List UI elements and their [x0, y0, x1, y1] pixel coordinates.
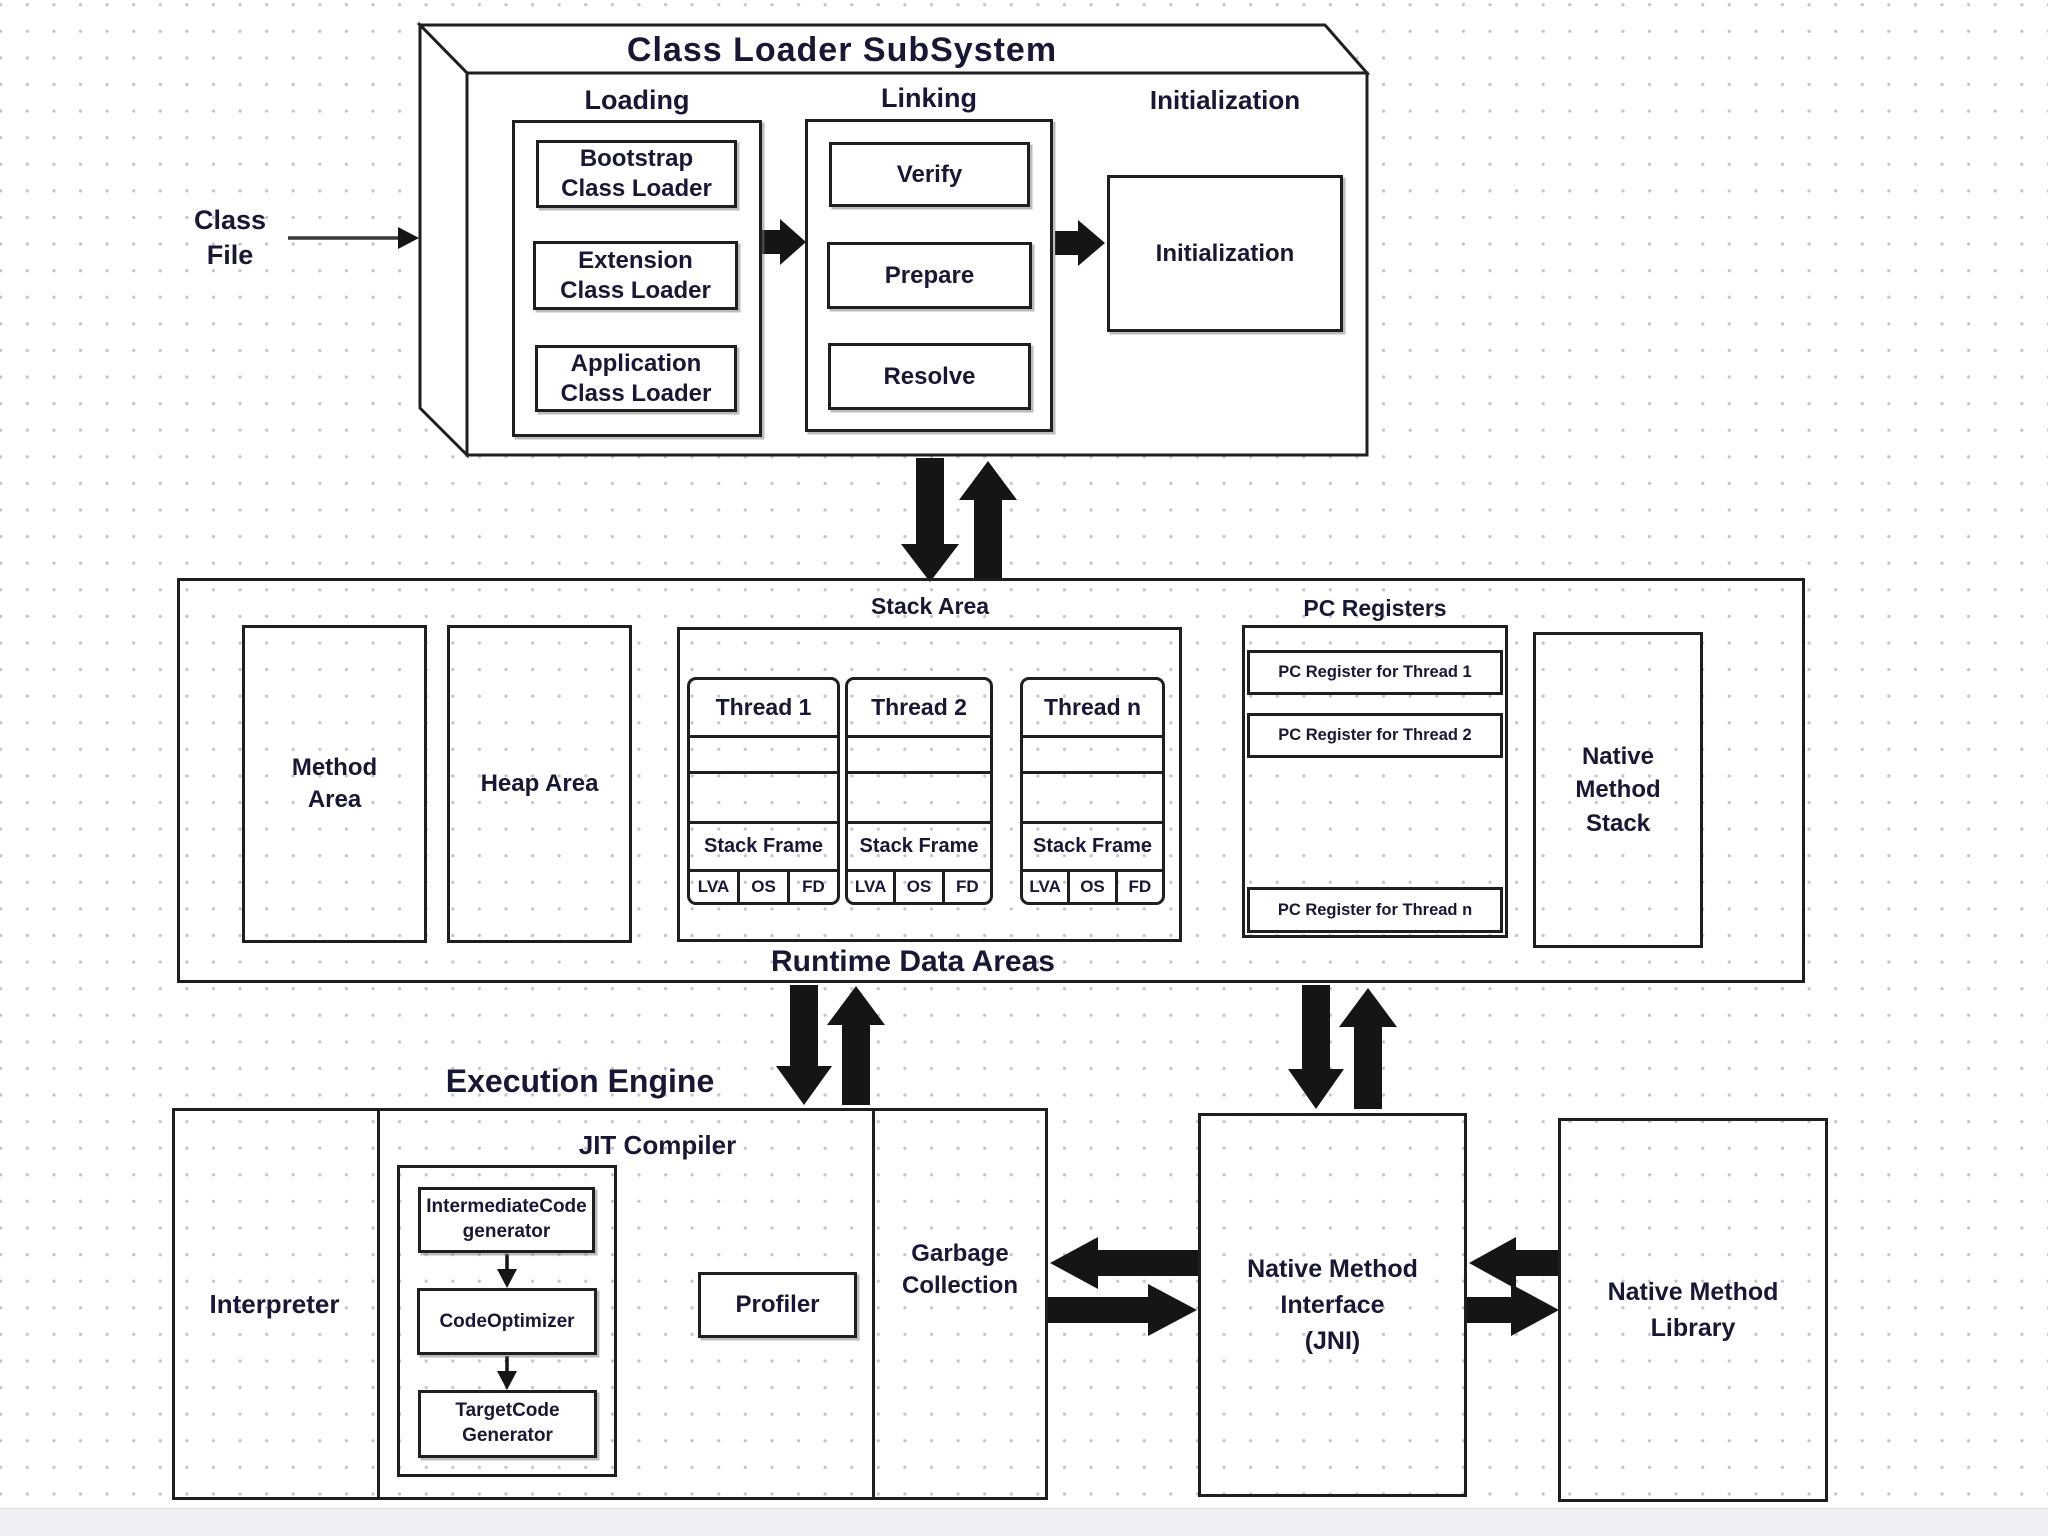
runtime-to-classloader-up-arrow	[959, 461, 1017, 578]
thread-n-frame-cells: LVA OS FD	[1023, 869, 1162, 902]
classloader-to-runtime-down-arrow	[901, 458, 959, 582]
execution-engine-box	[172, 1108, 1048, 1500]
footer-strip	[0, 1508, 2048, 1536]
gc-to-jni-right-arrow	[1048, 1284, 1197, 1336]
native-method-stack-box: Native Method Stack	[1533, 632, 1703, 948]
extension-class-loader-box: Extension Class Loader	[533, 241, 738, 310]
thread-n-empty-row	[1023, 735, 1162, 771]
lva-cell: LVA	[697, 877, 730, 896]
thread-2-header: Thread 2	[871, 694, 967, 720]
pc-register-thread-n: PC Register for Thread n	[1247, 887, 1503, 933]
thread-1-empty-row-2	[690, 771, 837, 821]
lva-cell: LVA	[854, 877, 887, 896]
linking-label: Linking	[881, 82, 977, 113]
linking-to-initialization-arrow	[1055, 220, 1105, 266]
fd-cell: FD	[1114, 872, 1162, 902]
heap-area-box: Heap Area	[447, 625, 632, 943]
code-optimizer-box: CodeOptimizer	[417, 1288, 597, 1355]
runtime-data-areas-title: Runtime Data Areas	[771, 945, 1055, 978]
class-file-label: Class File	[193, 204, 267, 270]
thread-box-2: Thread 2 Stack Frame LVA OS FD	[845, 677, 993, 905]
jni-to-runtime-up-arrow	[1339, 988, 1397, 1109]
bootstrap-class-loader-box: Bootstrap Class Loader	[536, 140, 737, 208]
thread-n-empty-row-2	[1023, 771, 1162, 821]
loading-label: Loading	[584, 84, 690, 115]
prepare-box: Prepare	[827, 242, 1032, 309]
stack-area-label: Stack Area	[870, 592, 990, 619]
nml-to-jni-left-arrow	[1469, 1237, 1558, 1289]
lva-cell: LVA	[1029, 877, 1061, 896]
pc-register-thread-2: PC Register for Thread 2	[1247, 713, 1503, 758]
runtime-data-areas-box	[177, 578, 1805, 983]
application-class-loader-box: Application Class Loader	[535, 345, 737, 412]
os-cell: OS	[737, 872, 787, 902]
thread-1-header: Thread 1	[715, 694, 812, 720]
jit-gc-divider	[872, 1108, 875, 1500]
os-cell: OS	[1067, 872, 1114, 902]
jit-compiler-label: JIT Compiler	[578, 1129, 737, 1160]
thread-2-empty-row	[848, 735, 990, 771]
codeoptimizer-to-tcg-arrowhead	[497, 1371, 517, 1390]
initialization-box: Initialization	[1107, 175, 1343, 332]
native-method-library-box: Native Method Library	[1558, 1118, 1828, 1502]
thread-2-frame-cells: LVA OS FD	[848, 869, 990, 902]
execution-engine-title: Execution Engine	[445, 1062, 715, 1099]
native-method-interface-box: Native Method Interface (JNI)	[1198, 1113, 1467, 1497]
os-cell: OS	[893, 872, 941, 902]
pc-registers-box	[1242, 625, 1508, 938]
loading-to-linking-arrow	[758, 219, 806, 265]
arrowheads-and-block-arrows	[398, 219, 1559, 1390]
class-loader-title: Class Loader SubSystem	[626, 30, 1058, 69]
execution-to-runtime-up-arrow	[827, 986, 885, 1105]
thread-n-stack-frame-label: Stack Frame	[1023, 821, 1162, 869]
verify-box: Verify	[829, 142, 1030, 207]
target-code-generator-box: TargetCode Generator	[418, 1390, 597, 1458]
thread-2-empty-row-2	[848, 771, 990, 821]
method-area-box: Method Area	[242, 625, 427, 943]
profiler-box: Profiler	[698, 1272, 857, 1338]
pc-registers-label: PC Registers	[1303, 594, 1447, 621]
thread-n-header: Thread n	[1043, 694, 1142, 720]
pc-register-thread-1: PC Register for Thread 1	[1247, 650, 1503, 695]
thread-1-stack-frame-label: Stack Frame	[690, 821, 837, 869]
thread-box-1: Thread 1 Stack Frame LVA OS FD	[687, 677, 840, 905]
thread-box-n: Thread n Stack Frame LVA OS FD	[1020, 677, 1165, 905]
interpreter-jit-divider	[377, 1108, 380, 1500]
class-file-arrowhead	[398, 227, 419, 249]
class-loader-side-face	[418, 21, 469, 459]
icg-to-codeoptimizer-arrowhead	[497, 1269, 517, 1288]
thread-1-empty-row	[690, 735, 837, 771]
stack-area-box	[677, 627, 1182, 942]
runtime-to-jni-down-arrow	[1288, 985, 1344, 1109]
resolve-box: Resolve	[828, 343, 1031, 410]
fd-cell: FD	[941, 872, 990, 902]
interpreter-section: Interpreter	[209, 1288, 340, 1319]
initialization-label: Initialization	[1149, 84, 1301, 115]
runtime-to-execution-down-arrow	[776, 985, 832, 1105]
thread-1-frame-cells: LVA OS FD	[690, 869, 837, 902]
garbage-collection-section: Garbage Collection	[901, 1239, 1018, 1299]
jit-compiler-box	[397, 1165, 617, 1477]
intermediate-code-generator-box: IntermediateCode generator	[418, 1187, 595, 1253]
fd-cell: FD	[787, 872, 837, 902]
jni-to-gc-left-arrow	[1050, 1237, 1198, 1289]
thread-2-stack-frame-label: Stack Frame	[848, 821, 990, 869]
jni-to-nml-right-arrow	[1467, 1284, 1559, 1336]
